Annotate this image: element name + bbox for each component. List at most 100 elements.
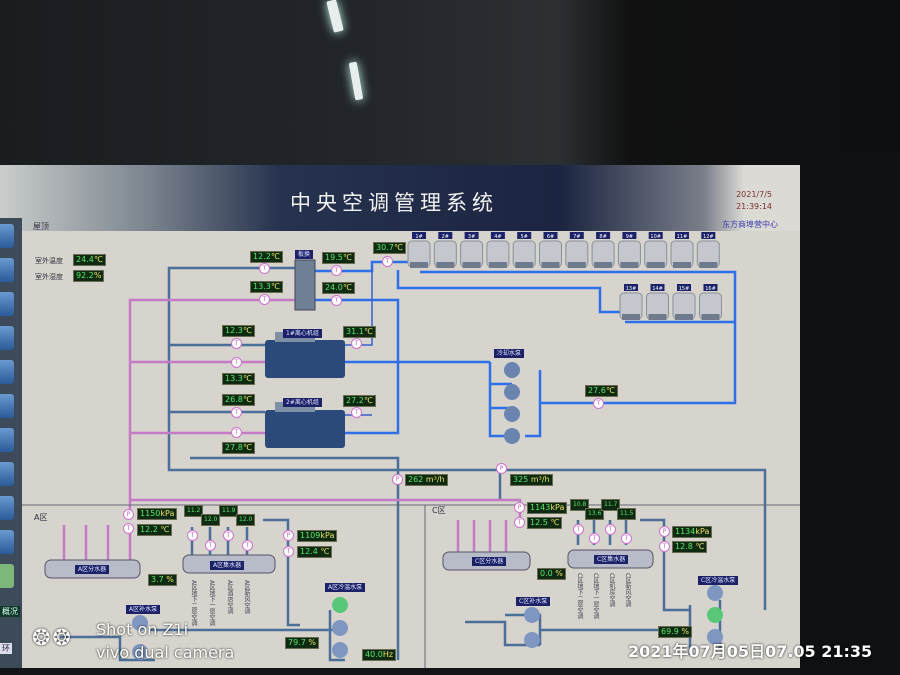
sidebar-button[interactable]	[0, 530, 14, 554]
zone-a-circ-pump-label: A区冷温水泵	[325, 583, 366, 592]
sidebar-button[interactable]	[0, 292, 14, 316]
zone-a-pump-valve: 79.7 %	[285, 637, 319, 649]
zone-a-makeup-pump-label: A区补水泵	[126, 605, 161, 614]
pressure-sensor: P	[659, 526, 670, 537]
watermark-line2: vivo dual camera	[96, 643, 235, 662]
temp-sensor: T	[242, 540, 253, 551]
plate-exchanger	[294, 259, 316, 311]
sidebar-button[interactable]	[0, 360, 14, 384]
pump-icon	[707, 607, 723, 623]
sidebar-button[interactable]	[0, 428, 14, 452]
header-bar	[0, 165, 800, 233]
svg-text:2#: 2#	[442, 234, 449, 240]
cooling-tower-5: 5#	[512, 232, 536, 268]
zone-a-return-pressure: 1109kPa	[297, 530, 338, 542]
svg-text:4#: 4#	[494, 234, 501, 240]
chiller-2-cond-out: 27.2℃	[343, 395, 376, 407]
sidebar-item-overview[interactable]: 概况	[0, 606, 20, 617]
pump-icon	[504, 428, 520, 444]
zone-c-branch-name: C区地下二层空调	[576, 573, 583, 620]
temp-sensor: T	[351, 338, 362, 349]
temp-sensor: T	[659, 541, 670, 552]
zone-a-return-temp: 12.4 ℃	[297, 546, 333, 558]
sidebar-button[interactable]	[0, 564, 14, 588]
chiller-1-evap-out: 13.3℃	[222, 373, 255, 385]
chilled-pipe	[169, 343, 265, 414]
pump-icon	[132, 644, 148, 660]
pump-icon	[332, 642, 348, 658]
zone-c-branch	[456, 520, 508, 555]
zone-c-label: C区	[432, 506, 446, 515]
svg-text:1#: 1#	[415, 234, 422, 240]
watermark-line1: Shot on Z1i	[96, 620, 189, 639]
zone-divider	[22, 504, 800, 668]
sidebar-button[interactable]	[0, 394, 14, 418]
zone-a-label: A区	[34, 513, 48, 522]
zone-a-branch	[62, 525, 132, 562]
flow-c: 325 m³/h	[510, 474, 553, 486]
svg-text:15#: 15#	[679, 286, 690, 292]
zone-c-pumps	[524, 585, 723, 648]
temp-sensor: T	[331, 295, 342, 306]
chiller-1	[265, 332, 345, 378]
pump-icon	[504, 384, 520, 400]
diagram-canvas	[22, 231, 800, 668]
svg-text:10#: 10#	[650, 234, 661, 240]
zone-a-collector-label: A区集水器	[210, 561, 245, 570]
temp-sensor: T	[573, 524, 584, 535]
zone-c-branch-temp: 10.8	[570, 499, 590, 511]
chiller-2-evap-in: 26.8℃	[222, 394, 255, 406]
temp-sensor: T	[231, 357, 242, 368]
svg-text:14#: 14#	[652, 286, 663, 292]
temp-sensor: T	[259, 263, 270, 274]
cooling-tower-13: 13#	[619, 284, 643, 320]
chiller-2-evap-out: 27.8℃	[222, 442, 255, 454]
zone-a-pumps	[132, 597, 348, 660]
sidebar-button[interactable]	[0, 462, 14, 486]
cooling-tower-2: 2#	[433, 232, 457, 268]
zone-a-supply-pressure: 1150kPa	[137, 508, 178, 520]
zone-a-branch-name: A区新风空调	[243, 580, 250, 615]
pump-icon	[524, 632, 540, 648]
pump-icon	[332, 620, 348, 636]
cooling-tower-7: 7#	[565, 232, 589, 268]
cooling-tower-10: 10#	[644, 232, 668, 268]
pump-icon	[707, 585, 723, 601]
cooling-return-temp: 27.6℃	[585, 385, 618, 397]
zone-c-makeup-pump-label: C区补水泵	[516, 597, 551, 606]
zone-a-distributor-label: A区分水器	[75, 565, 110, 574]
flow-sensor: P	[496, 463, 507, 474]
exchanger-out-top: 19.5℃	[322, 252, 355, 264]
flow-a: 262 m³/h	[405, 474, 448, 486]
zone-c-distributor-label: C区分水器	[472, 557, 507, 566]
sidebar-button[interactable]	[0, 224, 14, 248]
zone-a-pump-freq: 40.0Hz	[362, 649, 397, 661]
sidebar-button[interactable]	[0, 496, 14, 520]
zone-c-circ-pump-label: C区冷温水泵	[698, 576, 739, 585]
page-title: 中央空调管理系统	[290, 191, 498, 215]
cooling-tower-16: 16#	[699, 284, 722, 320]
time-display: 21:39:14	[736, 202, 772, 211]
tower-supply-temp: 30.7℃	[373, 242, 406, 254]
sidebar-button[interactable]	[0, 258, 14, 282]
sidebar-item-env[interactable]: 环	[0, 643, 12, 654]
cooling-tower-3: 3#	[460, 232, 484, 268]
temp-sensor: T	[382, 256, 393, 267]
sidebar-button[interactable]	[0, 326, 14, 350]
temp-sensor: T	[589, 533, 600, 544]
org-name: 东方商埠营中心	[722, 220, 778, 229]
exchanger-label: 板换	[295, 250, 314, 259]
temp-sensor: T	[605, 524, 616, 535]
pressure-sensor: P	[514, 502, 525, 513]
chilled-pipe	[190, 456, 400, 660]
zone-a-branch-name: A区地下一层空调	[208, 580, 215, 627]
date-display: 2021/7/5	[736, 190, 772, 199]
pump-icon	[707, 629, 723, 645]
temp-sensor: T	[231, 338, 242, 349]
outdoor-temp-label: 室外温度	[35, 257, 63, 265]
pump-icon	[132, 615, 148, 631]
temp-sensor: T	[593, 398, 604, 409]
outdoor-temp-readout: 24.4℃	[73, 254, 106, 266]
zone-a-branch-name: A区酒店空调	[226, 580, 233, 615]
